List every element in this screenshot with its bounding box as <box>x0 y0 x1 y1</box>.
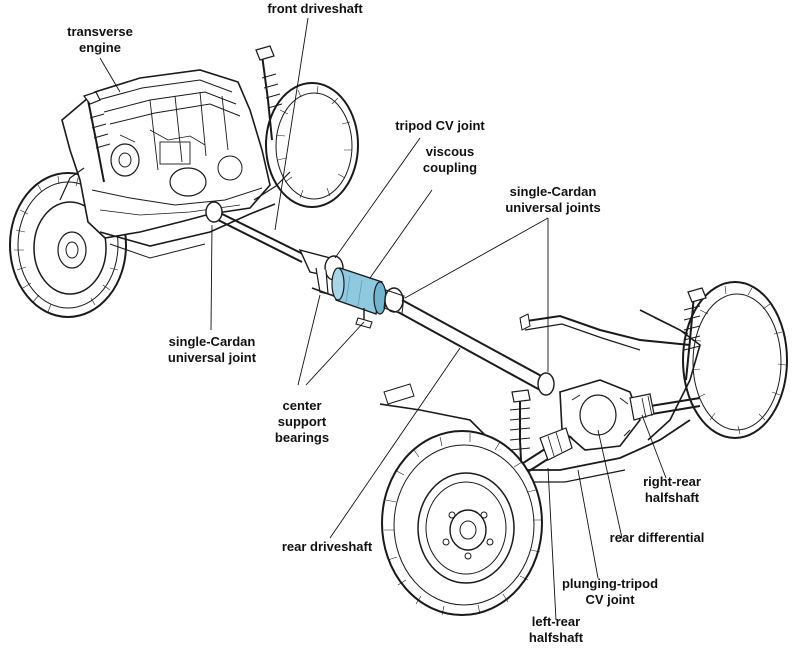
label-tripod-cv-joint: tripod CV joint <box>395 118 485 133</box>
label-single-cardan-universal-joints: single-Cardan universal joints <box>505 184 601 215</box>
viscous-coupling-part <box>331 267 387 315</box>
label-viscous-coupling: viscous coupling <box>422 144 478 175</box>
label-plunging-tripod-cv-joint: plunging-tripod CV joint <box>561 576 659 607</box>
front-right-wheel <box>265 82 359 208</box>
rear-differential-part <box>499 379 701 487</box>
label-center-support-bearings: center support bearings <box>274 398 330 445</box>
label-left-rear-halfshaft: left-rear halfshaft <box>528 614 584 645</box>
center-ujoint-part <box>355 287 405 329</box>
rear-left-wheel <box>381 430 543 616</box>
tripod-cv-joint-part <box>298 248 344 297</box>
front-driveshaft-shaft <box>205 201 306 263</box>
callout-lines <box>99 17 667 621</box>
rear-right-wheel <box>682 281 788 439</box>
label-single-cardan-universal-joint: single-Cardan universal joint <box>167 334 257 365</box>
label-front-driveshaft: front driveshaft <box>267 1 363 16</box>
transverse-engine-block <box>59 45 291 259</box>
label-rear-differential: rear differential <box>609 530 705 545</box>
label-right-rear-halfshaft: right-rear halfshaft <box>643 474 701 505</box>
label-transverse-engine: transverse engine <box>67 24 133 55</box>
label-rear-driveshaft: rear driveshaft <box>281 539 373 554</box>
rear-driveshaft-shaft <box>397 299 555 396</box>
